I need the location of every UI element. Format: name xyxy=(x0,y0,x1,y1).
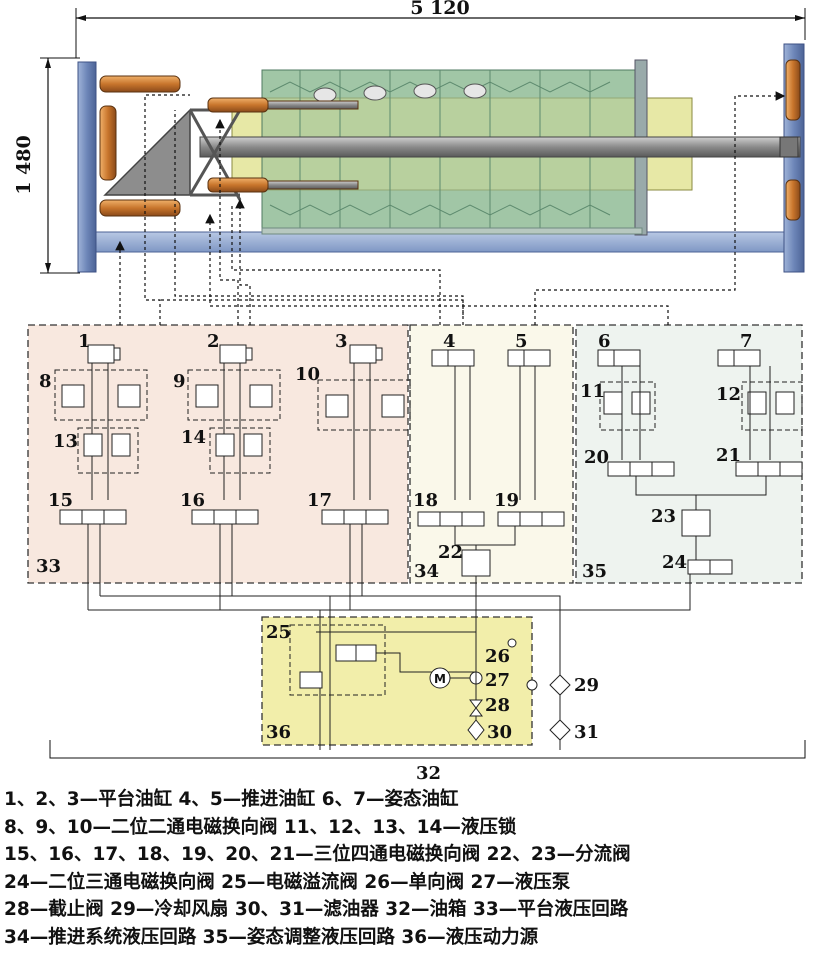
label-28: 28 xyxy=(485,695,510,716)
oil-tank-bracket xyxy=(49,740,806,759)
label-18: 18 xyxy=(413,490,438,511)
legend-line: 34—推进系统液压回路 35—姿态调整液压回路 36—液压动力源 xyxy=(4,926,539,948)
label-4: 4 xyxy=(443,331,456,352)
label-25: 25 xyxy=(266,622,291,643)
label-12: 12 xyxy=(716,384,741,405)
component-labels: 1 2 3 4 5 6 7 8 9 10 11 12 13 14 15 16 1… xyxy=(36,331,753,784)
label-20: 20 xyxy=(584,447,609,468)
circuit-35 xyxy=(597,349,803,575)
motor-symbol: M xyxy=(434,672,446,686)
signal-lines xyxy=(115,91,786,325)
label-34: 34 xyxy=(414,561,439,582)
base-rail xyxy=(91,231,793,253)
label-30: 30 xyxy=(487,722,512,743)
label-33: 33 xyxy=(36,556,61,577)
label-24: 24 xyxy=(662,552,687,573)
label-32: 32 xyxy=(416,763,441,784)
label-16: 16 xyxy=(180,490,205,511)
legend: 1、2、3—平台油缸 4、5—推进油缸 6、7—姿态油缸 8、9、10—二位二通… xyxy=(4,786,840,951)
label-35: 35 xyxy=(582,561,607,582)
right-cylinders xyxy=(785,59,801,221)
label-6: 6 xyxy=(598,331,611,352)
label-5: 5 xyxy=(515,331,528,352)
label-29: 29 xyxy=(574,675,599,696)
dimension-height-label: 1 480 xyxy=(13,135,35,195)
left-cylinders xyxy=(99,75,359,217)
label-23: 23 xyxy=(651,506,676,527)
label-8: 8 xyxy=(39,371,52,392)
label-21: 21 xyxy=(716,445,741,466)
label-10: 10 xyxy=(295,364,320,385)
push-rod xyxy=(199,136,801,158)
label-15: 15 xyxy=(48,490,73,511)
label-26: 26 xyxy=(485,646,510,667)
label-1: 1 xyxy=(78,331,91,352)
label-17: 17 xyxy=(307,490,332,511)
legend-line: 15、16、17、18、19、20、21—三位四通电磁换向阀 22、23—分流阀 xyxy=(4,844,631,865)
label-19: 19 xyxy=(494,490,519,511)
label-11: 11 xyxy=(580,381,605,402)
label-27: 27 xyxy=(485,670,510,691)
circuit-34-box xyxy=(409,324,574,584)
circuit-36: M xyxy=(289,624,571,741)
dimension-length: 5 120 xyxy=(75,0,806,58)
legend-line: 28—截止阀 29—冷却风扇 30、31—滤油器 32—油箱 33—平台液压回路 xyxy=(4,899,629,920)
label-13: 13 xyxy=(53,431,78,452)
label-31: 31 xyxy=(574,722,599,743)
label-22: 22 xyxy=(438,542,463,563)
label-9: 9 xyxy=(173,371,186,392)
left-frame xyxy=(77,61,97,273)
label-36: 36 xyxy=(266,722,291,743)
legend-line: 1、2、3—平台油缸 4、5—推进油缸 6、7—姿态油缸 xyxy=(4,789,459,810)
label-7: 7 xyxy=(740,331,753,352)
legend-line: 8、9、10—二位二通电磁换向阀 11、12、13、14—液压锁 xyxy=(4,816,517,838)
legend-line: 24—二位三通电磁换向阀 25—电磁溢流阀 26—单向阀 27—液压泵 xyxy=(4,871,571,893)
circuit-35-box xyxy=(575,324,803,584)
label-14: 14 xyxy=(181,427,206,448)
label-3: 3 xyxy=(335,331,348,352)
circuit-34 xyxy=(417,349,565,600)
circuit-33 xyxy=(54,344,411,610)
dimension-length-label: 5 120 xyxy=(410,0,470,19)
label-2: 2 xyxy=(207,331,220,352)
dimension-height: 1 480 xyxy=(13,57,80,274)
